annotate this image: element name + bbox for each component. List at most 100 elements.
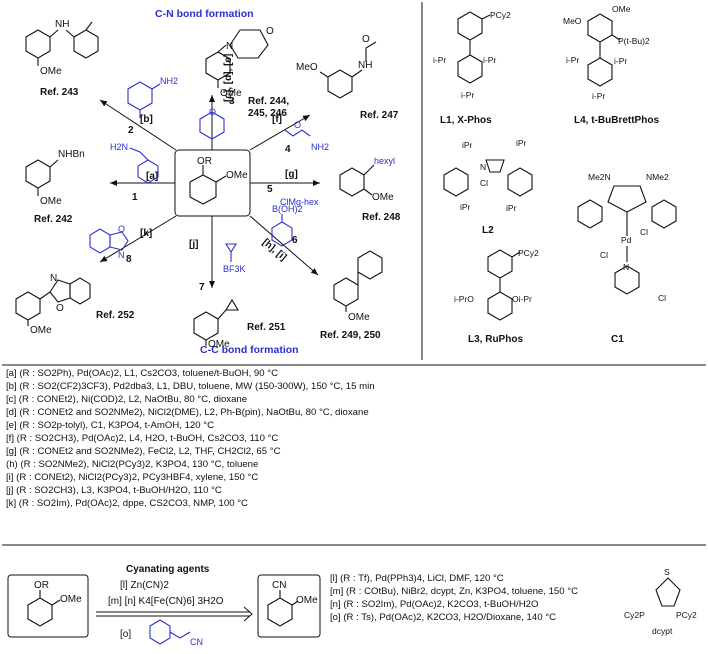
arrow-2 [99, 99, 177, 151]
reagent-cyclopropyl: BF3K [223, 243, 246, 274]
ref-251: Ref. 251 [247, 322, 286, 333]
cyan-cond-o: [o] (R : Ts), Pd(OAc)2, K2CO3, H2O/Dioxa… [330, 612, 556, 623]
l4-meo: MeO [563, 16, 582, 26]
ref-243: Ref. 243 [40, 87, 79, 98]
dcypt-structure: S Cy2P PCy2 dcypt [624, 567, 697, 636]
condition-j: [j] (R : SO2CH3), L3, K3PO4, t-BuOH/H2O,… [6, 485, 222, 496]
num-4: 4 [285, 144, 291, 155]
product-252-n: N [50, 273, 57, 284]
label-a: [a] [146, 171, 158, 182]
label-k: [k] [140, 228, 152, 239]
cyanating-title: Cyanating agents [126, 564, 210, 575]
reagent-cn: CN [190, 637, 203, 647]
num-3: 3 [229, 96, 235, 107]
l4-ipr-right: i-Pr [614, 56, 627, 66]
l2-cl: Cl [480, 178, 488, 188]
label-f: [f] [272, 114, 282, 125]
cyan-ome: OMe [60, 594, 82, 605]
label-b: [b] [140, 114, 153, 125]
product-251-ome: OMe [208, 339, 230, 350]
ref-245: 245, 246 [248, 108, 287, 119]
reagent-o-bzx: O [118, 224, 125, 234]
product-247-nh: NH [358, 60, 372, 71]
l2-ipr-3: iPr [460, 202, 471, 212]
l4-ptbu2: P(t-Bu)2 [618, 36, 650, 46]
condition-k: [k] (R : SO2Im), Pd(OAc)2, dppe, CS2CO3,… [6, 498, 248, 509]
cyan-cond-n: [n] (R : SO2Im), Pd(OAc)2, K2CO3, t-BuOH… [330, 599, 539, 610]
condition-b: [b] (R : SO2(CF2)3CF3), Pd2dba3, L1, DBU… [6, 381, 375, 392]
cyan-prod-ome: OMe [296, 595, 318, 606]
l2-ipr-4: iPr [506, 203, 517, 213]
condition-c: [c] (R : CONEt2), Ni(COD)2, L2, NaOtBu, … [6, 394, 248, 405]
cyanation-product: CN OMe [267, 580, 318, 627]
label-g: [g] [285, 169, 298, 180]
l1-ipr-right: i-Pr [483, 55, 496, 65]
product-252: N O OMe Ref. 252 [15, 273, 135, 336]
condition-g: [g] (R : CONEt2 and SO2NMe2), FeCl2, L2,… [6, 446, 281, 457]
l3-ipro: i-PrO [454, 294, 474, 304]
cyanating-mn: [m] [n] K4[Fe(CN)6] 3H2O [108, 596, 224, 607]
l1-ipr-left: i-Pr [433, 55, 446, 65]
product-243-ome: OMe [40, 66, 62, 77]
cyanation-substrate: OR OMe [27, 580, 82, 627]
ref-247: Ref. 247 [360, 110, 399, 121]
cyanation-substrate-box [7, 574, 89, 638]
num-1: 1 [132, 192, 138, 203]
condition-h: (h) (R : SO2NMe2), NiCl2(PCy3)2, K3PO4, … [6, 459, 259, 470]
cyanating-l: [l] Zn(CN)2 [120, 580, 169, 591]
product-247-o: O [362, 34, 370, 45]
ligand-l2-label: L2 [482, 225, 494, 236]
c1-nme2: NMe2 [646, 172, 669, 182]
num-8: 8 [126, 254, 132, 265]
reagent-benzylamine: H2N [110, 142, 159, 184]
ligand-l2: iPr iPr N Cl iPr iPr L2 [443, 138, 533, 236]
num-2: 2 [128, 125, 134, 136]
reagent-o-acet: O [294, 120, 301, 130]
product-248-ome: OMe [372, 192, 394, 203]
ref-244: Ref. 244, [248, 96, 289, 107]
l4-ipr-left: i-Pr [566, 55, 579, 65]
l1-pcy2: PCy2 [490, 10, 511, 20]
product-242-nhbn: NHBn [58, 149, 85, 160]
reagent-nh2: NH2 [160, 76, 178, 86]
dcypt-s: S [664, 567, 670, 577]
condition-a: [a] (R : SO2Ph), Pd(OAc)2, L1, Cs2CO3, t… [6, 368, 279, 379]
num-6: 6 [292, 235, 298, 246]
cyan-prod-cn: CN [272, 580, 286, 591]
l3-oipr: Oi-Pr [512, 294, 532, 304]
substrate-structure: OR OMe [189, 156, 248, 205]
substrate-or: OR [197, 156, 212, 167]
c1-n: N [623, 262, 629, 272]
ref-248: Ref. 248 [362, 212, 401, 223]
dcypt-pcy2: PCy2 [676, 610, 697, 620]
reagent-boh2: B(OH)2 [272, 204, 303, 214]
c1-cl1: Cl [640, 227, 648, 237]
product-248: hexyl OMe Ref. 248 [339, 156, 401, 223]
num-5: 5 [267, 184, 273, 195]
reagent-boronic: B(OH)2 [271, 204, 303, 247]
cyan-cond-m: [m] (R : COtBu), NiBr2, dcypt, Zn, K3PO4… [330, 586, 579, 597]
ligand-l3: PCy2 i-PrO Oi-Pr L3, RuPhos [454, 248, 539, 345]
reagent-morpholinoacetonitrile: CN [149, 619, 203, 647]
l2-n: N [480, 162, 486, 172]
catalyst-c1: Me2N NMe2 Pd Cl Cl N Cl C1 [577, 172, 677, 345]
l3-pcy2: PCy2 [518, 248, 539, 258]
ligand-l4-label: L4, t-BuBrettPhos [574, 115, 659, 126]
product-243: NH OMe Ref. 243 [25, 19, 99, 98]
product-244-o: O [266, 26, 274, 37]
ligand-l1-label: L1, X-Phos [440, 115, 492, 126]
reagent-nh2-acet: NH2 [311, 142, 329, 152]
cn-title: C-N bond formation [155, 8, 254, 20]
label-j: [j] [189, 239, 198, 250]
reagent-bf3k: BF3K [223, 264, 246, 274]
cyanation-arrow-head [243, 606, 253, 622]
product-247: NH O MeO Ref. 247 [296, 34, 399, 121]
reagent-toluidine: NH2 [127, 76, 178, 118]
product-243-nh: NH [55, 19, 69, 30]
c1-cl2: Cl [600, 250, 608, 260]
l2-ipr-2: iPr [516, 138, 527, 148]
catalyst-c1-label: C1 [611, 334, 624, 345]
ligand-l3-label: L3, RuPhos [468, 334, 523, 345]
product-249: OMe Ref. 249, 250 [320, 250, 383, 341]
